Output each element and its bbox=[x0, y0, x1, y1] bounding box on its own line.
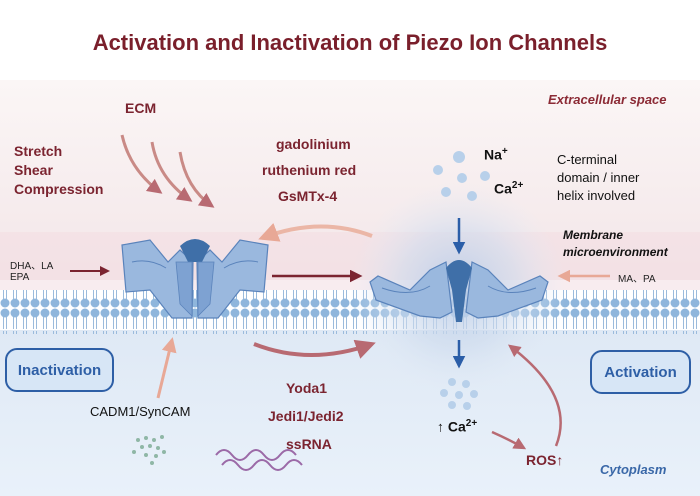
ecm-label: ECM bbox=[125, 100, 157, 116]
lipid-ma-pa: MA、PA bbox=[618, 274, 656, 285]
membrane-env-line2: microenvironment bbox=[563, 245, 668, 259]
inhibitor-ruthenium-red: ruthenium red bbox=[262, 162, 357, 178]
inactivation-state-box: Inactivation bbox=[5, 348, 114, 392]
lipid-dha-la: DHA、LA bbox=[10, 261, 54, 272]
activator-jedi: Jedi1/Jedi2 bbox=[268, 408, 344, 424]
piezo-channel-open bbox=[369, 260, 549, 322]
diagram-title: Activation and Inactivation of Piezo Ion… bbox=[92, 30, 608, 55]
activator-yoda1: Yoda1 bbox=[286, 380, 327, 396]
ion-dots-cytoplasm bbox=[440, 378, 478, 410]
ros-label: ROS↑ bbox=[526, 452, 564, 468]
ssrna-strands bbox=[215, 449, 303, 471]
calcium-cytoplasm-label: ↑ Ca2+ bbox=[437, 418, 478, 435]
c-terminal-line2: domain / inner bbox=[557, 170, 640, 185]
lipid-epa: EPA bbox=[10, 272, 30, 283]
agonist-arrow bbox=[253, 339, 376, 359]
molecule-dots bbox=[132, 435, 166, 465]
cadm1-arrow bbox=[156, 337, 177, 399]
ion-dots-extracellular bbox=[433, 151, 490, 201]
shear-label: Shear bbox=[14, 162, 53, 178]
inhibitor-gsmtx4: GsMTx-4 bbox=[278, 188, 338, 204]
membrane-env-line1: Membrane bbox=[563, 228, 624, 242]
compression-label: Compression bbox=[14, 181, 104, 197]
ros-feedback-arrow bbox=[508, 344, 562, 447]
ecm-force-arrows bbox=[120, 134, 215, 208]
sodium-ion-label: Na+ bbox=[484, 146, 508, 163]
cadm1-label: CADM1/SynCAM bbox=[90, 404, 191, 419]
calcium-ion-label: Ca2+ bbox=[494, 180, 524, 197]
c-terminal-line3: helix involved bbox=[557, 188, 636, 203]
cytoplasm-label: Cytoplasm bbox=[600, 462, 667, 477]
inhibitor-gadolinium: gadolinium bbox=[276, 136, 351, 152]
piezo-channel-closed bbox=[121, 239, 269, 319]
c-terminal-line1: C-terminal bbox=[557, 152, 617, 167]
ca-to-ros-arrow bbox=[491, 430, 527, 450]
stretch-label: Stretch bbox=[14, 143, 63, 159]
activation-state-box: Activation bbox=[590, 350, 691, 394]
extracellular-label: Extracellular space bbox=[548, 92, 667, 107]
inhibition-arrow bbox=[258, 222, 373, 242]
membrane-bilayer bbox=[0, 290, 700, 334]
activator-ssrna: ssRNA bbox=[286, 436, 332, 452]
